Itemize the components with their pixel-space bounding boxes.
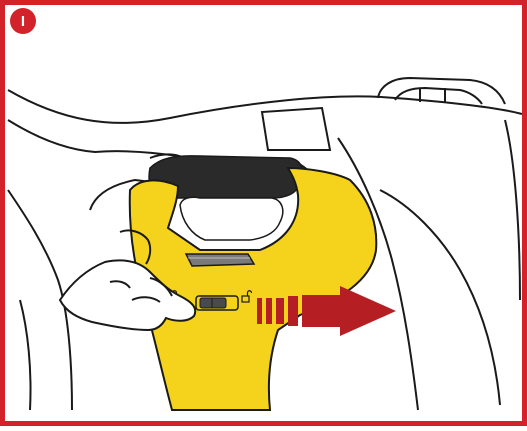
gray-latch <box>186 254 254 266</box>
step-label: I <box>21 14 25 29</box>
slider-switch <box>196 296 238 310</box>
step-badge: I <box>10 8 36 34</box>
handle-cutout <box>180 197 283 240</box>
